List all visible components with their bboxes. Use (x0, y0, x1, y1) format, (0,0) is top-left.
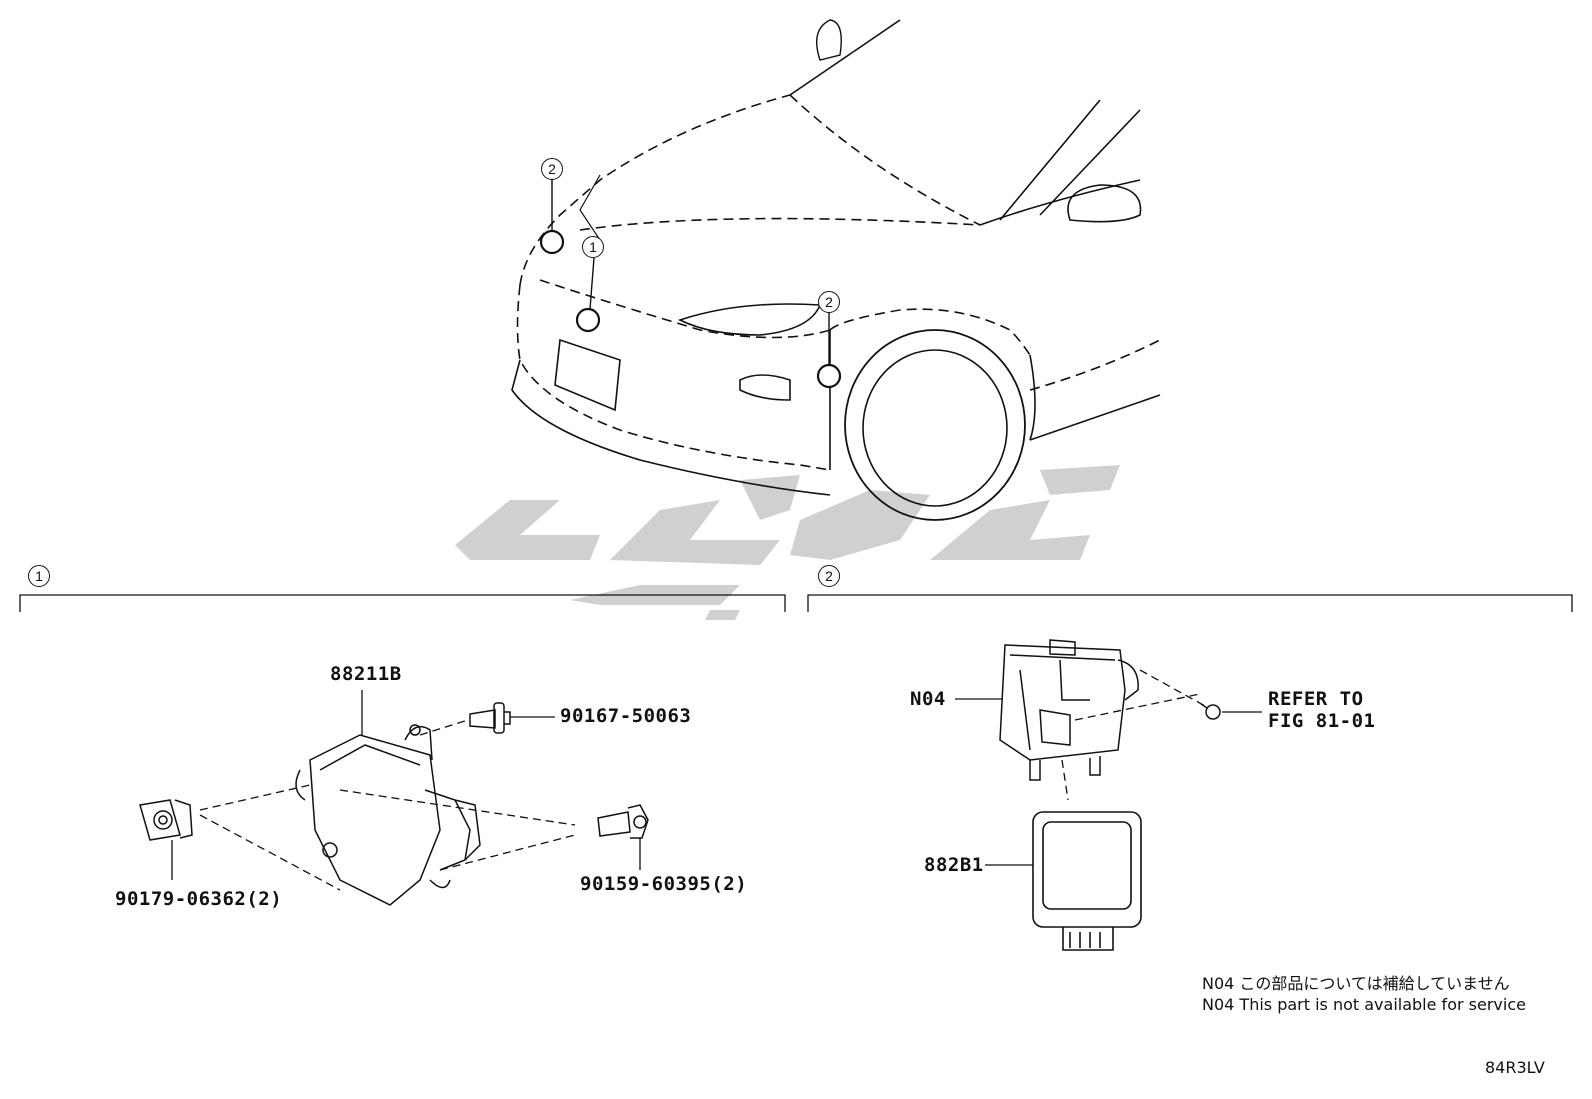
part-label-88211B: 88211B (330, 663, 402, 685)
section-2-label: 2 (818, 565, 840, 587)
vehicle-outline (511, 19, 1161, 521)
part-90159-bolt (597, 804, 649, 839)
callout-leaders (551, 180, 830, 365)
marker-2-left (539, 229, 565, 255)
part-label-90159-60395: 90159-60395(2) (580, 873, 748, 895)
marker-2-right (816, 363, 842, 389)
section-1-label: 1 (28, 565, 50, 587)
part-90167-bolt (469, 702, 511, 734)
part-label-leaders-right (955, 698, 1262, 866)
callout-2-top-left: 2 (541, 158, 563, 180)
part-label-90167-50063: 90167-50063 (560, 705, 692, 727)
refer-to-line1: REFER TO (1268, 688, 1364, 710)
bracket-section-1 (19, 594, 786, 612)
part-label-leaders-left (171, 690, 641, 880)
part-label-90179-06362: 90179-06362(2) (115, 888, 283, 910)
note-japanese: N04 この部品については補給していません (1202, 974, 1510, 993)
watermark-logo (455, 465, 1120, 620)
callout-2-top-right: 2 (818, 291, 840, 313)
part-N04-bracket (999, 639, 1139, 781)
note-english: N04 This part is not available for servi… (1202, 995, 1526, 1014)
assembly-dashed-lines (199, 719, 576, 891)
part-882B1-sensor (1032, 811, 1142, 951)
callout-1-top: 1 (582, 236, 604, 258)
part-label-882B1: 882B1 (924, 854, 984, 876)
figure-code: 84R3LV (1485, 1058, 1545, 1077)
part-88211B-module (295, 724, 481, 906)
marker-1 (575, 307, 601, 333)
part-label-N04: N04 (910, 688, 946, 710)
refer-to-line2: FIG 81-01 (1268, 710, 1376, 732)
n04-dashed-lines (1061, 669, 1206, 801)
part-90179-nut (139, 799, 193, 841)
vehicle-callout-markers (539, 229, 842, 389)
bracket-section-2 (807, 594, 1573, 612)
part-refer-screw (1200, 703, 1221, 720)
section-brackets (19, 594, 1573, 612)
